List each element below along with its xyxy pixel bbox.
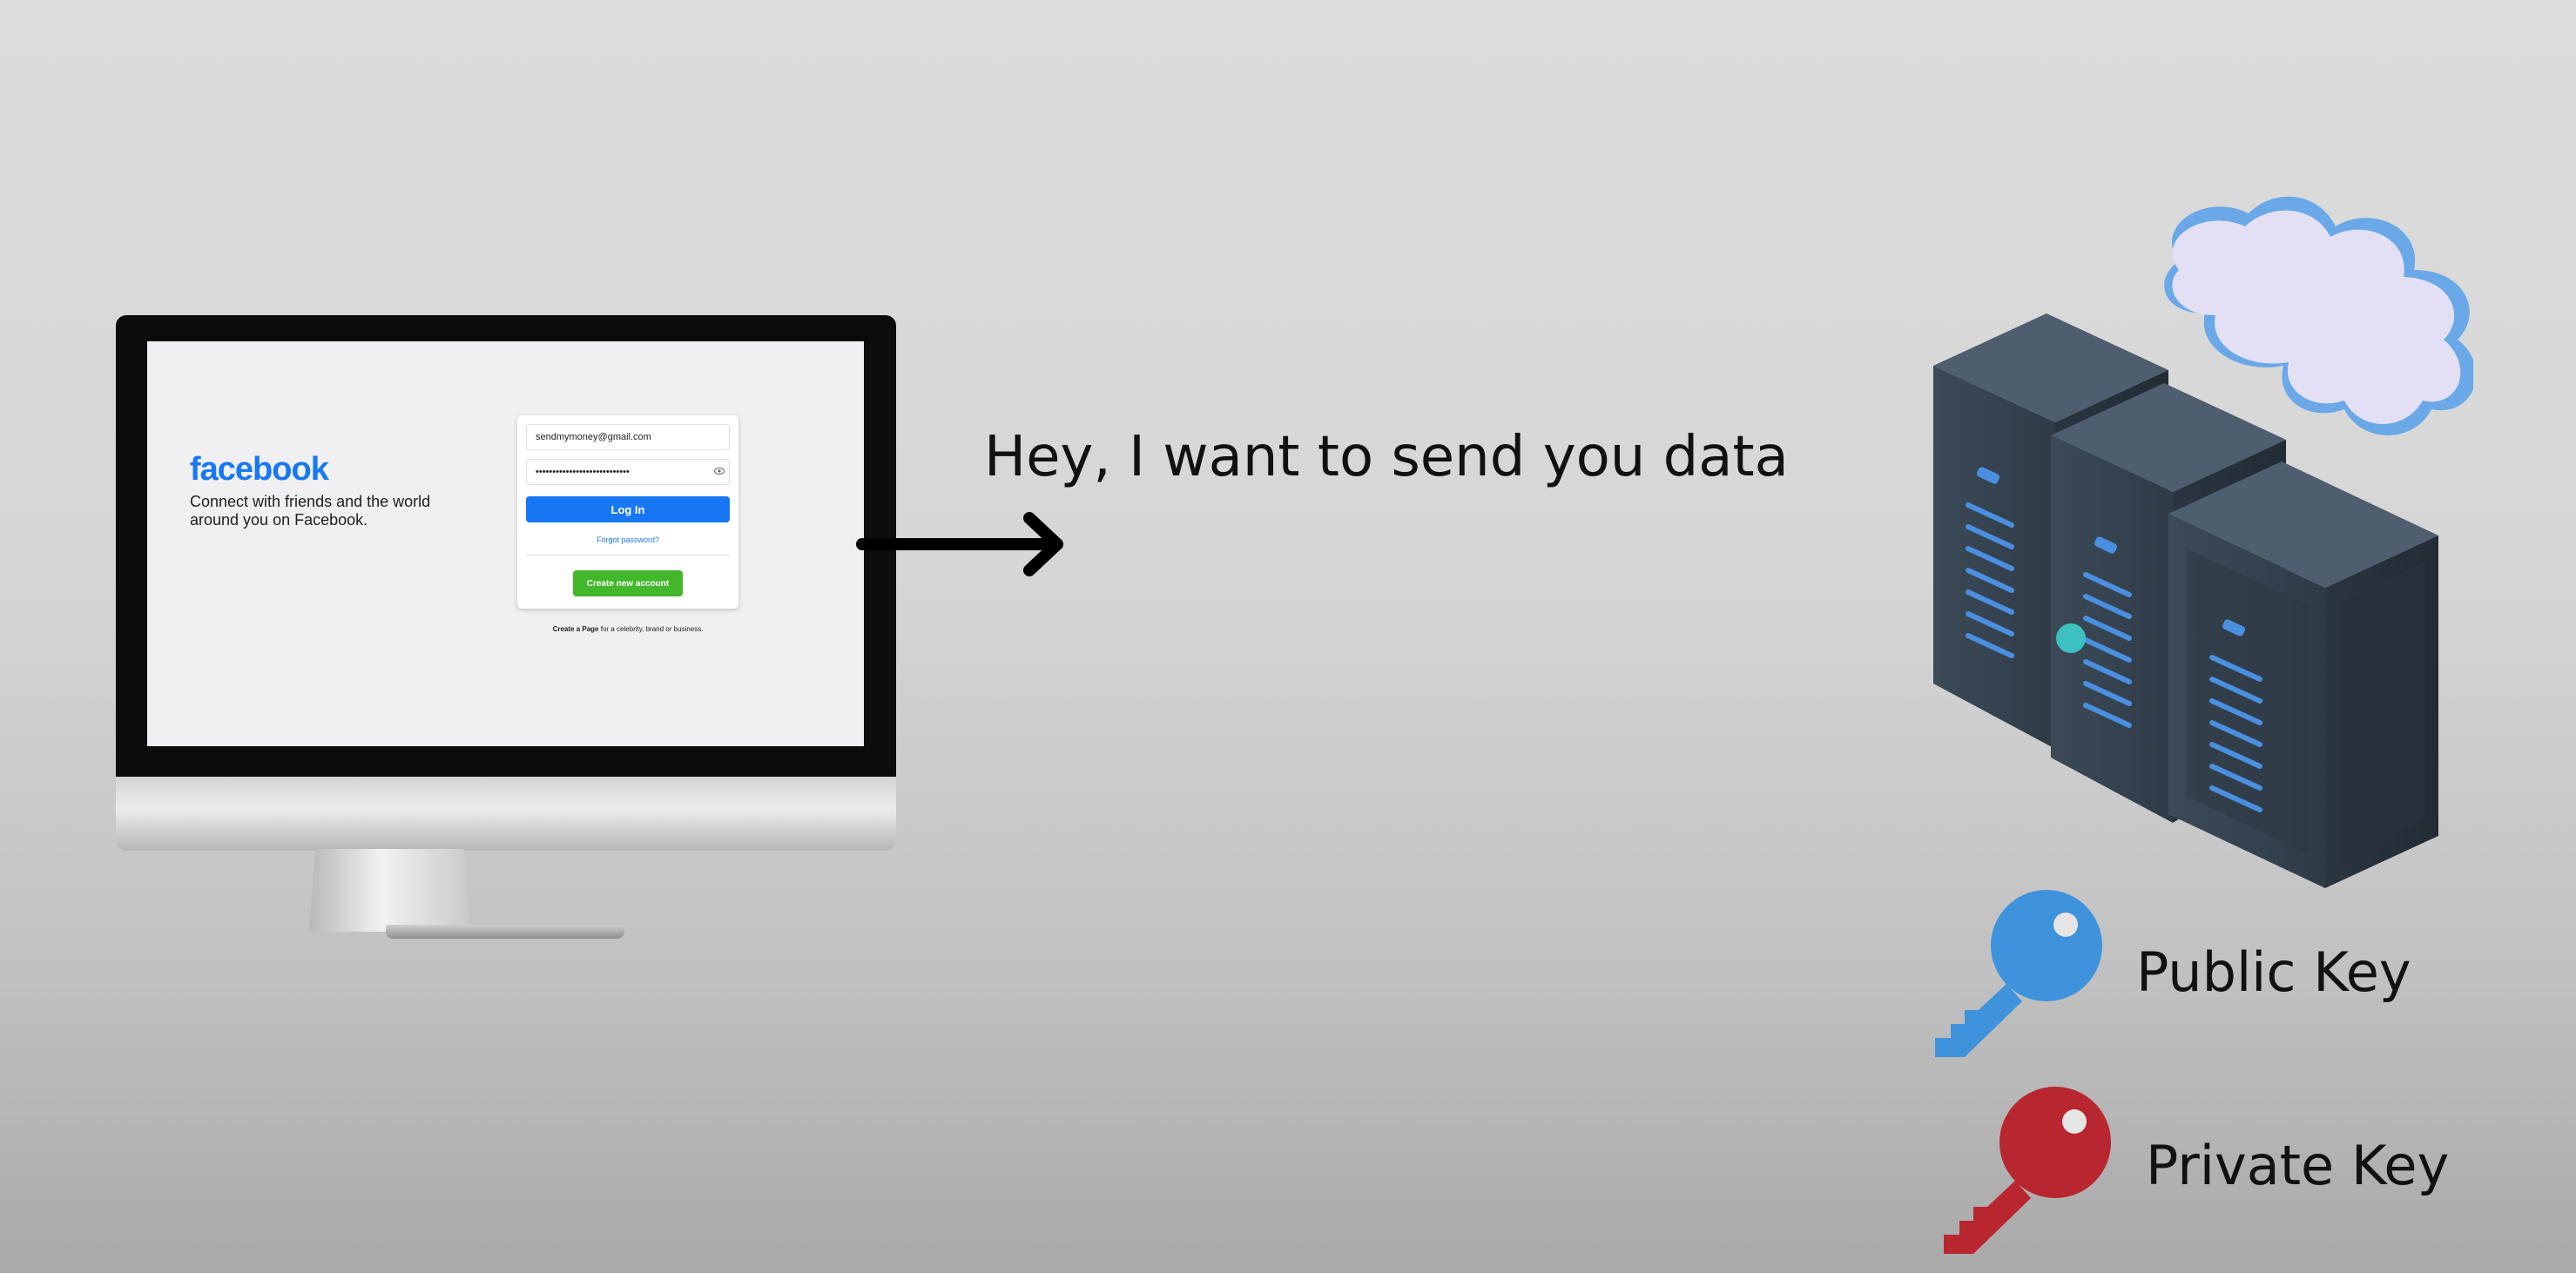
eye-icon[interactable] [714, 468, 725, 475]
server-rack-3 [2168, 461, 2438, 888]
monitor-stand-neck [309, 849, 470, 932]
monitor-chin [116, 777, 896, 851]
facebook-tagline: Connect with friends and the world aroun… [190, 493, 431, 529]
monitor-stand-foot [386, 925, 624, 939]
private-key-label: Private Key [2146, 1134, 2450, 1197]
divider [526, 555, 730, 556]
login-card: sendmymoney@gmail.com ••••••••••••••••••… [517, 415, 738, 609]
server-slots [1966, 502, 2262, 812]
monitor-screen: facebook Connect with friends and the wo… [147, 341, 864, 746]
private-key-icon [1944, 1087, 2111, 1254]
request-message: Hey, I want to send you data [984, 425, 1789, 489]
arrow-icon [856, 512, 1063, 576]
cursor-dot [2056, 623, 2086, 653]
forgot-password-link[interactable]: Forgot password? [596, 535, 660, 544]
login-button[interactable]: Log In [526, 496, 730, 522]
public-key-icon [1935, 890, 2102, 1057]
computer-monitor: facebook Connect with friends and the wo… [116, 315, 896, 851]
facebook-logo: facebook [190, 451, 329, 488]
server-cloud-icon [1933, 196, 2473, 888]
create-page-link[interactable]: Create a Page [552, 625, 599, 633]
create-account-button[interactable]: Create new account [573, 570, 683, 596]
create-page-text: Create a Page for a celebrity, brand or … [500, 625, 756, 633]
password-field[interactable]: •••••••••••••••••••••••••••• [526, 459, 730, 485]
cloud-shape [2164, 196, 2473, 435]
public-key-label: Public Key [2136, 940, 2411, 1004]
monitor-bezel: facebook Connect with friends and the wo… [116, 315, 896, 777]
create-page-description: for a celebrity, brand or business. [598, 625, 704, 633]
server-badges [1976, 467, 2246, 636]
email-field[interactable]: sendmymoney@gmail.com [526, 424, 730, 450]
